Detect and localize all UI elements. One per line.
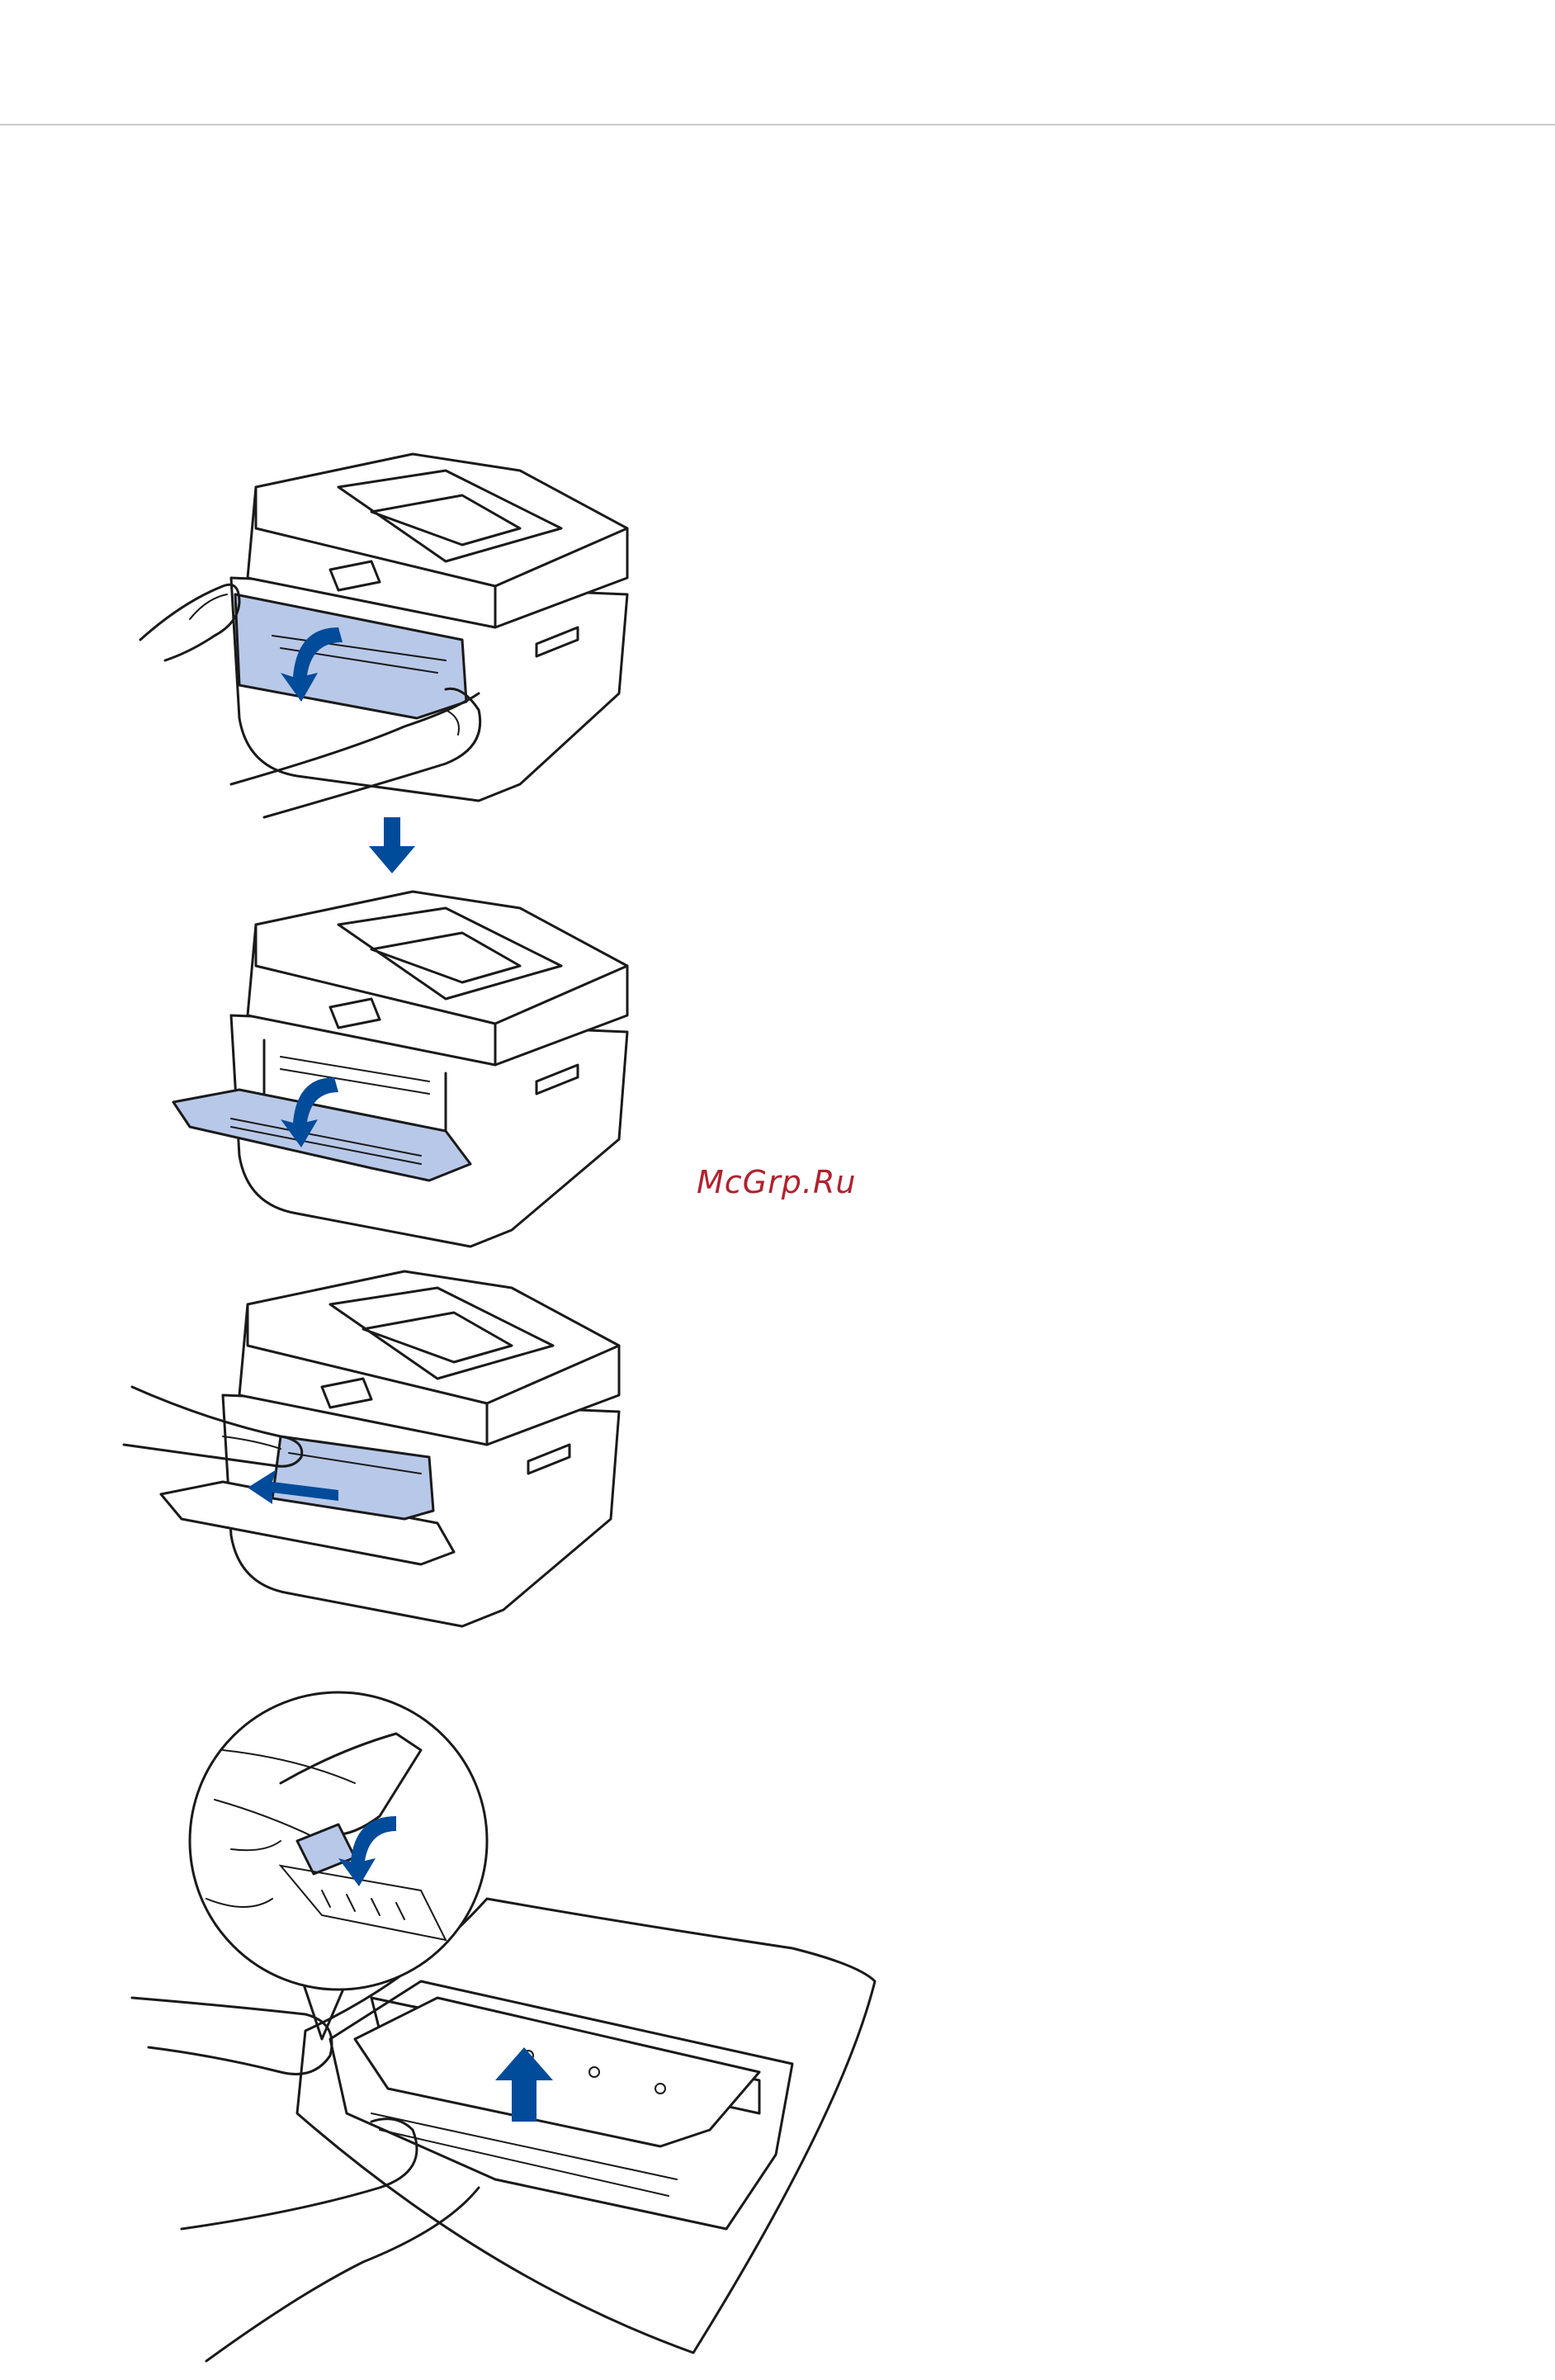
step-arrow bbox=[367, 817, 417, 875]
printer-open-front-cover-figure bbox=[132, 438, 660, 817]
header-rule bbox=[0, 124, 1555, 125]
drum-unit-press-lever-figure bbox=[132, 1651, 891, 2361]
printer-cover-open-figure bbox=[157, 892, 652, 1255]
watermark-text: McGrp.Ru bbox=[697, 1164, 856, 1200]
arrow-down-icon bbox=[369, 817, 415, 873]
printer-remove-drum-figure bbox=[124, 1271, 636, 1635]
